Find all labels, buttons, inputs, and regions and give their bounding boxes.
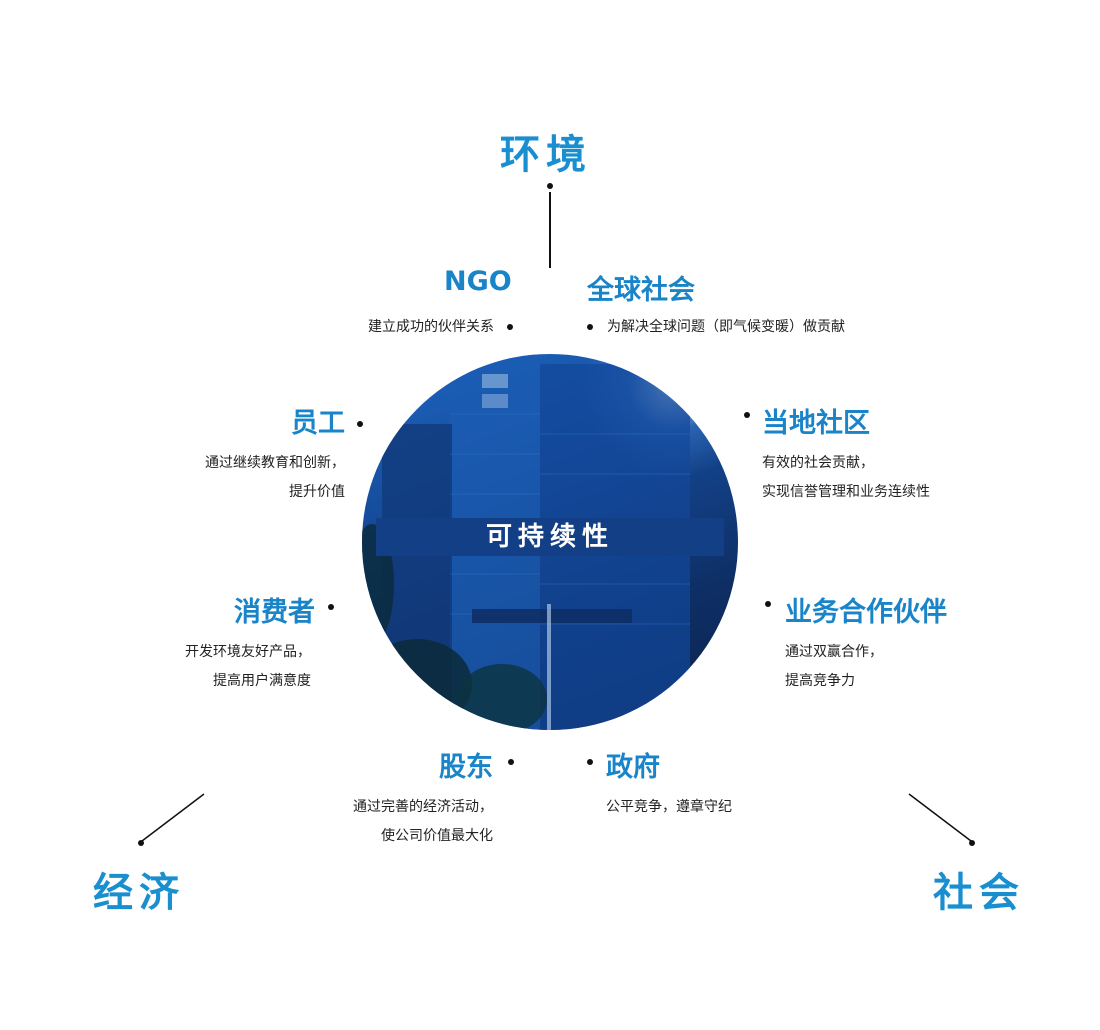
stakeholder-business-partners-desc: 通过双赢合作， 提高竞争力: [785, 644, 883, 689]
bullet-dot: [357, 421, 363, 427]
pillar-society: 社会: [933, 870, 1025, 916]
bullet-dot: [508, 759, 514, 765]
connector-line: [549, 192, 551, 268]
stakeholder-local-community-title: 当地社区: [762, 408, 870, 439]
center-circle: 可持续性: [362, 354, 738, 730]
connector-society: [908, 793, 975, 846]
stakeholder-global-society-title: 全球社会: [587, 275, 695, 306]
bullet-dot: [507, 324, 513, 330]
center-label: 可持续性: [376, 518, 724, 556]
stakeholder-employees-title: 员工: [291, 408, 345, 439]
stakeholder-employees-desc: 通过继续教育和创新， 提升价值: [205, 455, 345, 500]
pillar-environment: 环境: [500, 132, 592, 178]
stakeholder-global-society-desc: 为解决全球问题（即气候变暖）做贡献: [607, 319, 845, 335]
stakeholder-consumers-title: 消费者: [234, 597, 315, 628]
bullet-dot: [765, 601, 771, 607]
stakeholder-shareholders-title: 股东: [439, 752, 493, 783]
connector-economy: [138, 793, 205, 846]
stakeholder-local-community-desc: 有效的社会贡献， 实现信誉管理和业务连续性: [762, 455, 930, 500]
stakeholder-government-title: 政府: [606, 752, 660, 783]
stakeholder-business-partners-title: 业务合作伙伴: [785, 597, 947, 628]
bullet-dot: [328, 604, 334, 610]
stakeholder-government-desc: 公平竞争，遵章守纪: [606, 799, 732, 815]
bullet-dot: [587, 759, 593, 765]
stakeholder-shareholders-desc: 通过完善的经济活动， 使公司价值最大化: [353, 799, 493, 844]
connector-dot: [547, 183, 553, 189]
pillar-economy: 经济: [93, 870, 185, 916]
bullet-dot: [744, 412, 750, 418]
stakeholder-ngo-desc: 建立成功的伙伴关系: [368, 319, 494, 335]
stakeholder-consumers-desc: 开发环境友好产品， 提高用户满意度: [185, 644, 311, 689]
bullet-dot: [587, 324, 593, 330]
stakeholder-ngo-title: NGO: [444, 266, 512, 297]
